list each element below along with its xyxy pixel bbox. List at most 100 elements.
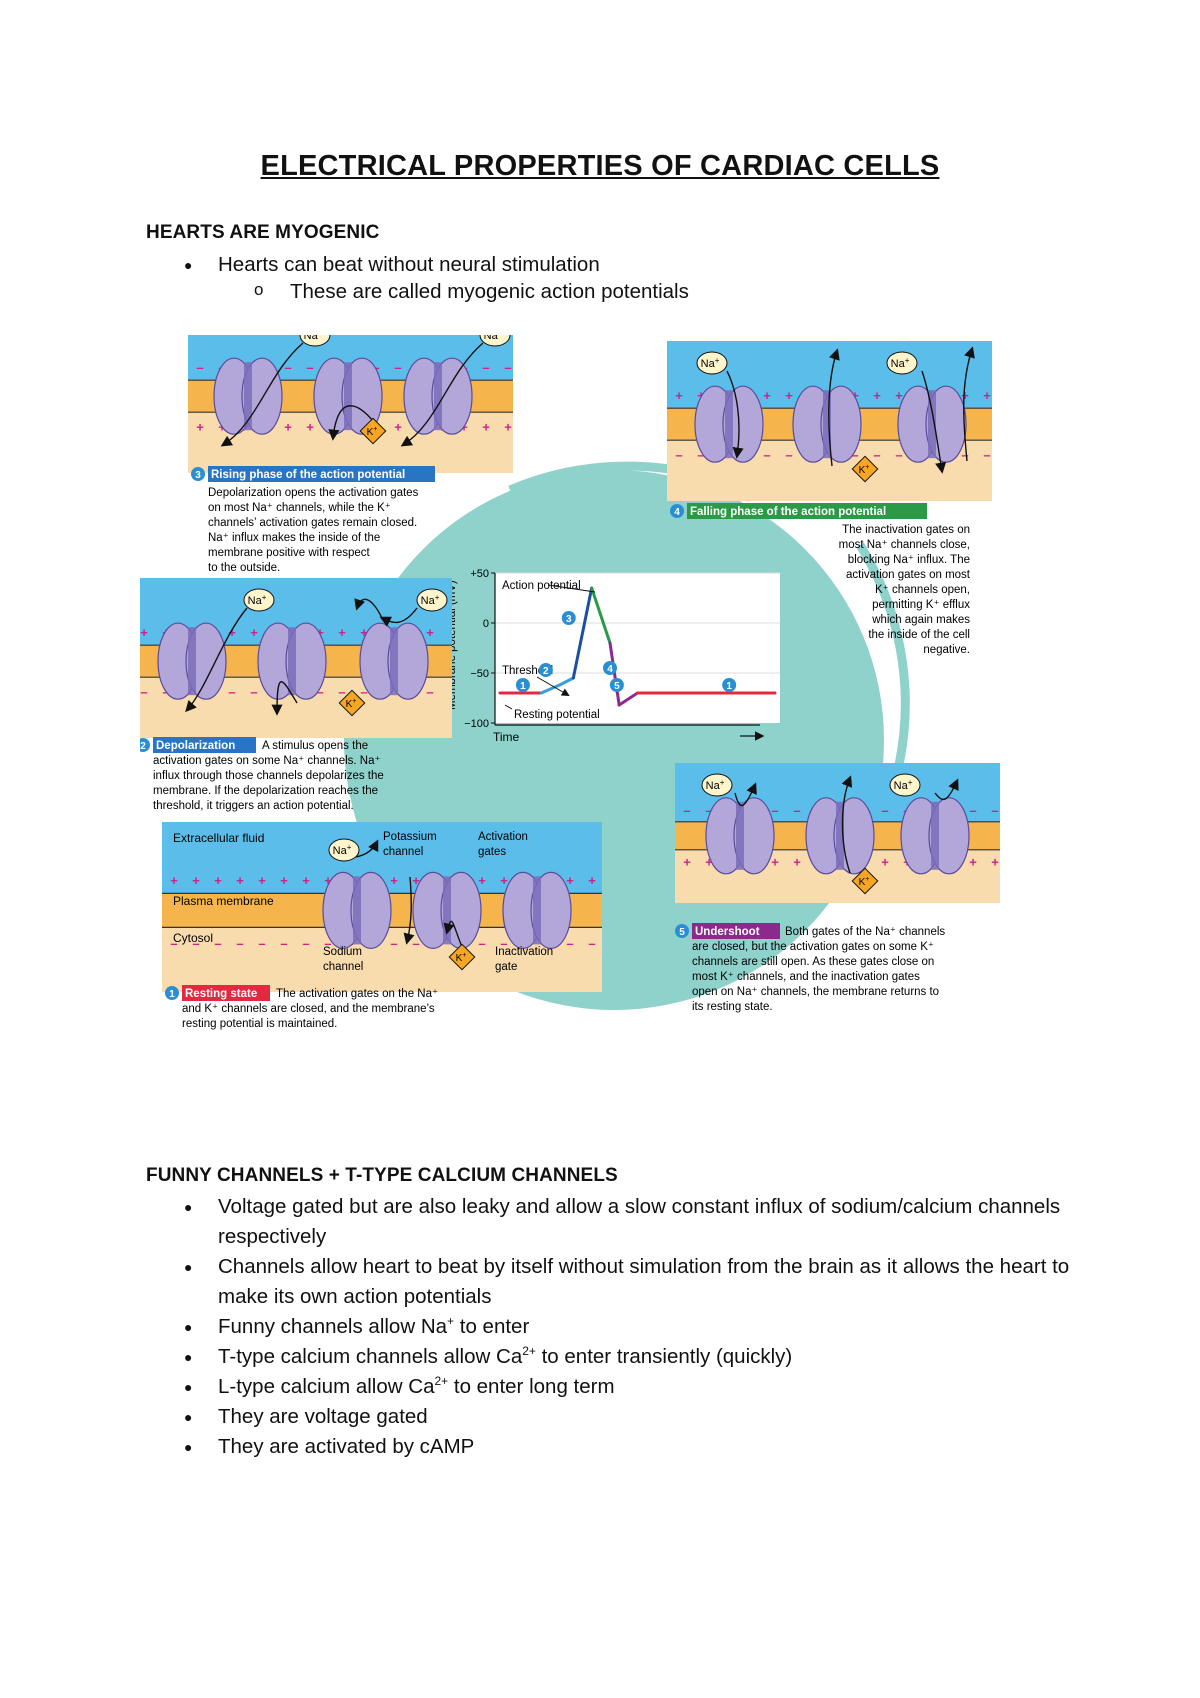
step-badge <box>136 738 150 752</box>
panel-1-labels: Extracellular fluid Plasma membrane Cyto… <box>173 831 553 973</box>
charge-sign: – <box>214 936 221 951</box>
description-line: most K⁺ channels, and the inactivation g… <box>692 971 920 983</box>
charge-sign: – <box>394 360 401 375</box>
ion-channel <box>257 622 327 700</box>
phase-badge <box>603 661 617 675</box>
charge-sign: – <box>991 803 998 818</box>
panel-undershoot: –+–+–+–+–+–+–+–+–+–+–+–+–+–+–+Na+Na+K+ <box>675 763 1000 903</box>
description-line: its resting state. <box>692 1001 773 1013</box>
charge-sign: + <box>500 873 508 888</box>
charge-sign: – <box>504 360 511 375</box>
ion-flow-arrow <box>328 405 374 441</box>
ion-flow-arrow <box>963 346 975 462</box>
action-potential-graph: +500−50−100 Time Membrane potential (mV)… <box>446 568 780 744</box>
panel-1-caption: 1 Resting state The activation gates on … <box>165 985 438 1030</box>
charge-sign: – <box>258 936 265 951</box>
charge-sign: + <box>895 388 903 403</box>
charge-sign: + <box>324 873 332 888</box>
charge-sign: – <box>192 936 199 951</box>
charge-sign: – <box>588 936 595 951</box>
charge-sign: + <box>196 419 204 434</box>
description-line: activation gates on most <box>846 569 971 581</box>
ion-flow-arrow <box>220 342 304 447</box>
page-title: ELECTRICAL PROPERTIES OF CARDIAC CELLS <box>260 150 940 182</box>
charge-sign: + <box>683 855 691 870</box>
charge-sign: + <box>236 873 244 888</box>
ion-flow-arrow <box>726 370 744 459</box>
charge-sign: + <box>961 388 969 403</box>
bullet-marker: ● <box>184 1409 193 1425</box>
phase-badge <box>515 678 530 692</box>
x-axis-label: Time <box>493 730 520 744</box>
charge-sign: – <box>140 684 147 699</box>
sodium-ion: Na+ <box>889 773 921 797</box>
charge-sign: + <box>705 855 713 870</box>
panel-1-heading-bg <box>182 985 270 1001</box>
figure-svg: +500−50−100 Time Membrane potential (mV)… <box>132 313 1000 1030</box>
panel-rising-phase: –+–+–+–+–+–+–+–+–+–+–+–+–+–+–+Na+Na+K+ <box>188 313 513 473</box>
charge-sign: + <box>785 388 793 403</box>
charge-sign: + <box>316 625 324 640</box>
charge-sign: – <box>697 447 704 462</box>
svg-text:K+: K+ <box>456 952 467 964</box>
phase-badge-number: 3 <box>566 614 572 625</box>
description-line: The activation gates on the Na⁺ <box>276 988 438 1000</box>
description-line: are closed, but the activation gates on … <box>692 941 934 953</box>
charge-sign: – <box>961 447 968 462</box>
potassium-ion: K+ <box>338 689 366 717</box>
ion-flow-arrow <box>400 342 484 447</box>
bullet-marker: ● <box>184 1379 193 1395</box>
charge-sign: – <box>390 936 397 951</box>
label-extracellular-fluid: Extracellular fluid <box>173 831 264 845</box>
panel-4-heading-bg <box>687 503 927 519</box>
svg-text:K+: K+ <box>346 698 357 710</box>
charge-sign: – <box>771 803 778 818</box>
charge-sign: – <box>412 936 419 951</box>
ion-flow-arrow <box>921 370 947 474</box>
ion-flow-arrow <box>734 782 757 807</box>
charge-sign: – <box>302 936 309 951</box>
charge-sign: + <box>851 388 859 403</box>
charge-sign: – <box>478 936 485 951</box>
ion-flow-arrow <box>354 598 383 619</box>
ion-channel <box>897 385 967 463</box>
charge-sign: + <box>983 388 991 403</box>
bullet-marker: ● <box>184 257 193 273</box>
bullet-marker: ● <box>184 1349 193 1365</box>
bullet-marker: ● <box>184 1259 193 1275</box>
charge-sign: + <box>258 873 266 888</box>
phase-badge <box>538 663 553 677</box>
charge-sign: – <box>372 360 379 375</box>
charge-sign: + <box>426 625 434 640</box>
description-line: and K⁺ channels are closed, and the memb… <box>182 1003 435 1015</box>
bullet-marker: ● <box>184 1199 193 1215</box>
charge-sign: + <box>338 625 346 640</box>
panel-3-heading: Rising phase of the action potential <box>211 469 405 481</box>
panel-4-caption: 4 Falling phase of the action potential … <box>670 503 971 656</box>
description-line: membrane. If the depolarization reaches … <box>153 785 378 797</box>
svg-text:K+: K+ <box>859 464 870 476</box>
ion-channel <box>805 797 875 875</box>
svg-text:K+: K+ <box>859 876 870 888</box>
charge-sign: + <box>250 625 258 640</box>
sodium-ion: Na+ <box>701 773 733 797</box>
phase-badge-number: 2 <box>543 666 549 677</box>
annotation-resting-potential: Resting potential <box>514 709 600 721</box>
svg-text:channel: channel <box>383 846 423 858</box>
panel-2-heading: Depolarization <box>156 740 235 752</box>
panel-1-description: The activation gates on the Na⁺ and K⁺ ch… <box>182 988 438 1030</box>
charge-sign: – <box>785 447 792 462</box>
charge-sign: + <box>390 873 398 888</box>
charge-sign: – <box>851 447 858 462</box>
ion-channel <box>403 357 473 435</box>
label-sodium-channel: Sodium <box>323 946 362 958</box>
curve-segment <box>558 676 575 687</box>
panel-3-caption: 3 Rising phase of the action potential D… <box>191 466 435 574</box>
label-activation-gates: Activation <box>478 831 528 843</box>
ion-channel <box>322 871 392 950</box>
charge-sign: – <box>482 360 489 375</box>
description-line: permitting K⁺ efflux <box>872 599 970 611</box>
annotation-arrow <box>536 676 570 697</box>
panel-1-heading: Resting state <box>185 988 257 1000</box>
